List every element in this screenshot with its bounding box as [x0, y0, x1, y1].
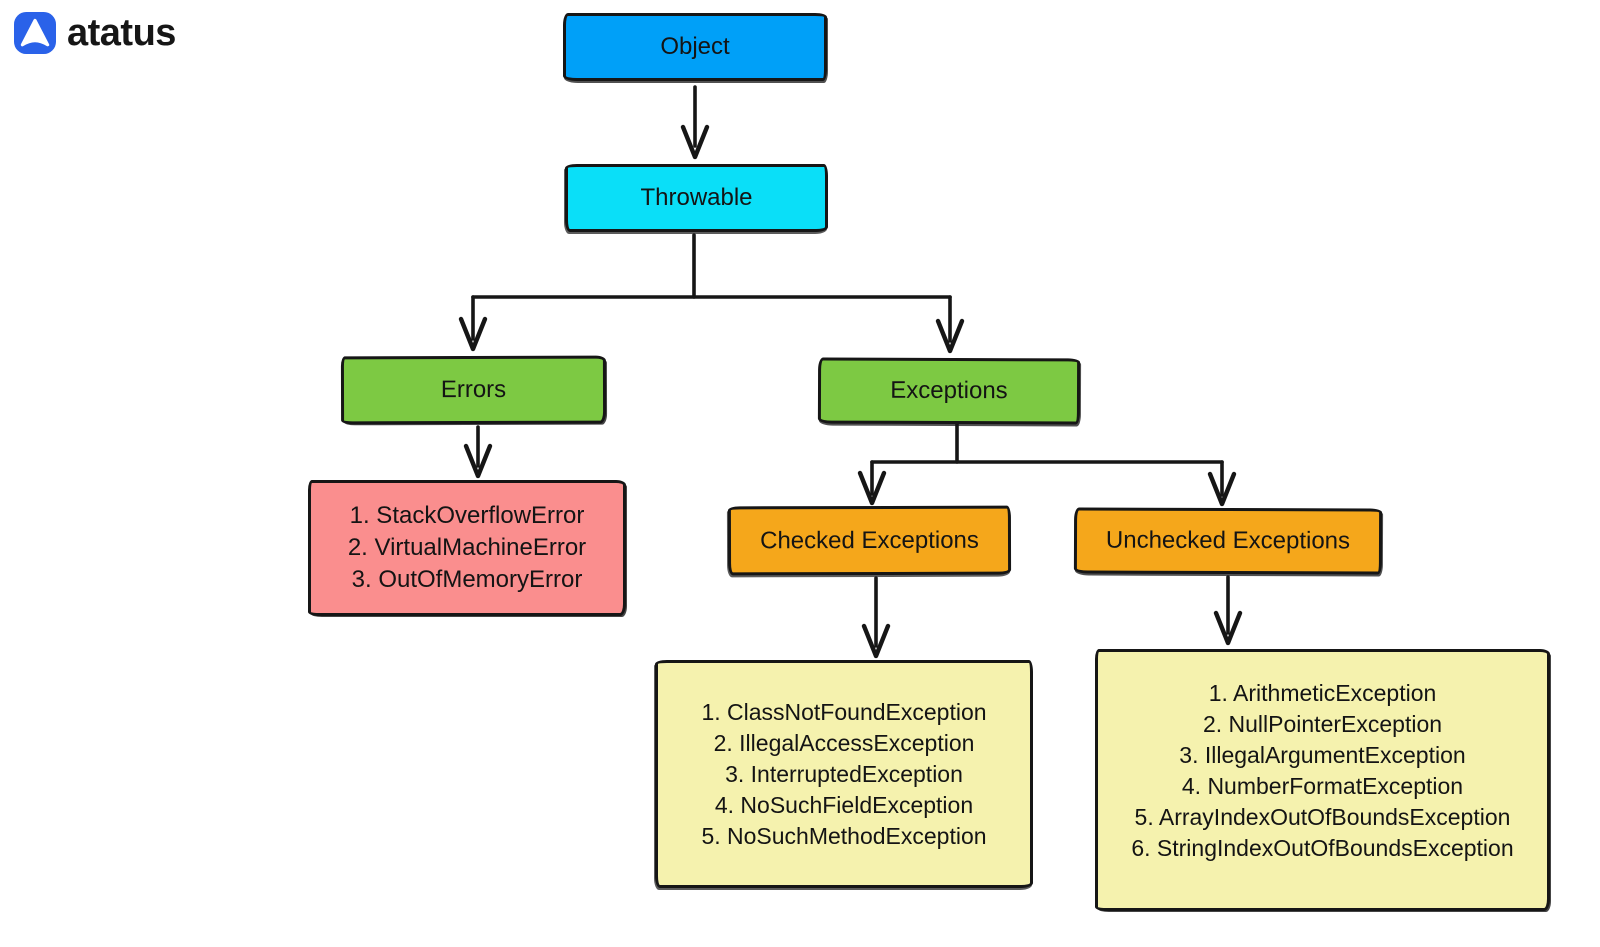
checked-list-item: 3. InterruptedException — [725, 760, 963, 787]
errors-list-item: 3. OutOfMemoryError — [351, 566, 583, 593]
node-object-label: Object — [660, 33, 730, 60]
brand-name: atatus — [67, 12, 176, 54]
unchecked-list-item: 3. IllegalArgumentException — [1179, 742, 1466, 768]
node-errors-list: 1. StackOverflowError 2. VirtualMachineE… — [308, 480, 626, 616]
node-unchecked-exceptions: Unchecked Exceptions — [1073, 507, 1383, 575]
arrow-checked-to-list — [861, 576, 891, 659]
arrow-unchecked-to-list — [1213, 575, 1243, 646]
node-exceptions: Exceptions — [817, 357, 1081, 425]
checked-list-item: 2. IllegalAccessException — [713, 729, 975, 756]
unchecked-list-item: 6. StringIndexOutOfBoundsException — [1131, 835, 1514, 861]
node-throwable-label: Throwable — [640, 184, 753, 211]
checked-list-item: 1. ClassNotFoundException — [701, 698, 987, 725]
unchecked-list-item: 1. ArithmeticException — [1208, 680, 1437, 706]
connector-throwable-branch — [458, 233, 965, 354]
unchecked-list-item: 2. NullPointerException — [1202, 711, 1443, 737]
arrow-object-to-throwable — [680, 85, 710, 160]
node-unchecked-list: 1. ArithmeticException 2. NullPointerExc… — [1095, 649, 1550, 911]
node-throwable: Throwable — [565, 164, 828, 232]
atatus-logo-icon — [14, 12, 56, 54]
arrow-errors-to-list — [463, 425, 493, 479]
node-errors: Errors — [340, 355, 607, 425]
checked-list-item: 4. NoSuchFieldException — [714, 791, 974, 818]
node-exceptions-label: Exceptions — [890, 376, 1008, 405]
node-checked-exceptions-label: Checked Exceptions — [760, 526, 979, 554]
node-errors-label: Errors — [440, 375, 507, 404]
connector-exceptions-branch — [857, 422, 1237, 507]
errors-list-item: 2. VirtualMachineError — [347, 534, 587, 561]
node-unchecked-exceptions-label: Unchecked Exceptions — [1105, 526, 1351, 555]
node-object: Object — [563, 13, 827, 81]
checked-list-item: 5. NoSuchMethodException — [701, 822, 987, 849]
unchecked-list-item: 5. ArrayIndexOutOfBoundsException — [1134, 804, 1511, 830]
node-checked-list: 1. ClassNotFoundException 2. IllegalAcce… — [655, 660, 1033, 888]
node-checked-exceptions: Checked Exceptions — [727, 505, 1012, 576]
unchecked-list-item: 4. NumberFormatException — [1181, 773, 1464, 799]
brand-logo: atatus — [14, 12, 176, 54]
errors-list-item: 1. StackOverflowError — [349, 502, 585, 529]
